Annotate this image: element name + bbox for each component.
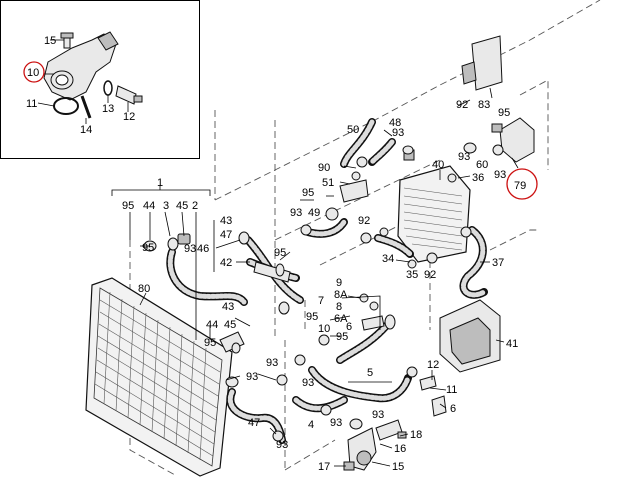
label-7: 7	[318, 295, 324, 307]
label-93: 93	[184, 243, 196, 255]
label-45: 45	[176, 200, 188, 212]
highlight-circle-79	[506, 168, 538, 200]
label-43: 43	[220, 215, 232, 227]
leaders	[215, 87, 519, 467]
label-92: 92	[358, 215, 370, 227]
label-15: 15	[44, 35, 56, 47]
label-93: 93	[302, 377, 314, 389]
label-14: 14	[80, 124, 92, 136]
label-83: 83	[478, 99, 490, 111]
label-93: 93	[266, 357, 278, 369]
label-93: 93	[276, 439, 288, 451]
label-51: 51	[322, 177, 334, 189]
label-34: 34	[382, 253, 394, 265]
label-1: 1	[157, 177, 163, 189]
label-6: 6	[450, 403, 456, 415]
label-42: 42	[220, 257, 232, 269]
label-93: 93	[494, 169, 506, 181]
label-8: 8	[336, 301, 342, 313]
label-4: 4	[308, 419, 314, 431]
radiator: 80	[85, 277, 233, 477]
label-18: 18	[410, 429, 422, 441]
label-47: 47	[248, 417, 260, 429]
label-9: 9	[336, 277, 342, 289]
label-92: 92	[456, 99, 468, 111]
label-10: 10	[27, 67, 39, 79]
label-93: 93	[372, 409, 384, 421]
label-49: 49	[308, 207, 320, 219]
inset-thermostat-housing: 15 10 11 14 13 12	[0, 0, 200, 159]
label-95: 95	[142, 242, 154, 254]
label-95: 95	[274, 247, 286, 259]
label-2: 2	[192, 200, 198, 212]
label-11: 11	[26, 98, 37, 110]
label-93: 93	[290, 207, 302, 219]
label-40: 40	[432, 159, 444, 171]
label-47: 47	[220, 229, 232, 241]
label-93: 93	[392, 127, 404, 139]
label-3: 3	[163, 200, 169, 212]
label-43: 43	[222, 301, 234, 313]
label-93: 93	[246, 371, 258, 383]
label-11: 11	[446, 384, 457, 396]
label-5: 5	[367, 367, 373, 379]
label-41: 41	[506, 338, 518, 350]
label-95: 95	[204, 337, 216, 349]
label-60: 60	[476, 159, 488, 171]
label-37: 37	[492, 257, 504, 269]
label-50: 50	[347, 124, 359, 136]
label-90: 90	[318, 162, 330, 174]
label-79: 79	[514, 180, 526, 192]
label-13: 13	[102, 103, 114, 115]
label-46: 46	[197, 243, 209, 255]
label-44: 44	[143, 200, 155, 212]
label-93: 93	[458, 151, 470, 163]
label-45: 45	[224, 319, 236, 331]
label-93: 93	[330, 417, 342, 429]
label-48: 48	[389, 117, 401, 129]
label-35: 35	[406, 269, 418, 281]
fittings	[143, 35, 535, 471]
part-labels: 1 95 44 3 45 2 95 93 43 47 46 95 42 43 4…	[122, 99, 526, 473]
label-92: 92	[424, 269, 436, 281]
label-80: 80	[138, 283, 150, 295]
label-10: 10	[318, 323, 330, 335]
label-36: 36	[472, 172, 484, 184]
label-95: 95	[336, 331, 348, 343]
label-44: 44	[206, 319, 218, 331]
label-12: 12	[427, 359, 439, 371]
label-17: 17	[318, 461, 330, 473]
label-16: 16	[394, 443, 406, 455]
intercooler: 40	[397, 149, 471, 263]
label-95: 95	[498, 107, 510, 119]
label-95: 95	[122, 200, 134, 212]
label-95: 95	[302, 187, 314, 199]
label-6: 6	[346, 321, 352, 333]
label-6A: 6A	[334, 313, 348, 325]
label-15: 15	[392, 461, 404, 473]
label-8A: 8A	[334, 289, 348, 301]
label-95: 95	[306, 311, 318, 323]
highlight-circle-10	[23, 61, 45, 83]
label-12: 12	[123, 111, 135, 123]
